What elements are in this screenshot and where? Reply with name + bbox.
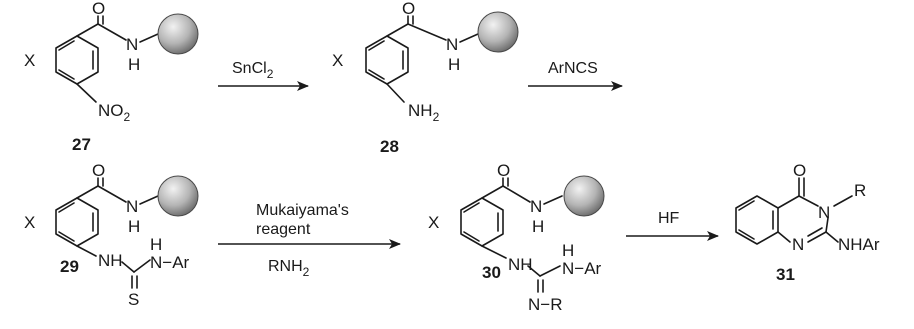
reaction-arrow-1: SnCl2: [218, 60, 309, 91]
atom-x: X: [24, 213, 35, 232]
atom-nitrogen-1: N: [792, 235, 804, 254]
reaction-arrow-3: Mukaiyama's reagent RNH2: [218, 202, 401, 279]
atom-hydrogen: H: [128, 217, 140, 236]
compound-29: O N H X NH H N−Ar S 29: [24, 161, 199, 309]
reagent-step3-line2: reagent: [256, 221, 311, 238]
compound-27: O N H X NO2 27: [24, 0, 199, 154]
compound-label-27: 27: [72, 135, 91, 154]
compound-30: O N H X NH H N−Ar N−R 30: [428, 161, 605, 314]
atom-oxygen: O: [92, 161, 105, 180]
compound-label-31: 31: [776, 265, 795, 284]
atom-nitrogen-3: N: [818, 203, 830, 222]
atom-hydrogen: H: [448, 55, 460, 74]
atom-x: X: [428, 213, 439, 232]
substituent-r: R: [854, 181, 866, 200]
reagent-step2: ArNCS: [548, 60, 598, 77]
reaction-arrow-2: ArNCS: [528, 60, 623, 91]
nitro-group: NO2: [98, 101, 131, 124]
atom-nitrogen: N: [126, 35, 138, 54]
atom-x: X: [24, 51, 35, 70]
atom-oxygen: O: [793, 161, 806, 180]
atom-sulfur: S: [128, 290, 139, 309]
compound-label-30: 30: [482, 263, 501, 282]
thiourea-nh: NH: [98, 251, 123, 270]
atom-hydrogen: H: [150, 235, 162, 254]
atom-x: X: [332, 51, 343, 70]
reaction-arrow-4: HF: [626, 210, 719, 241]
reagent-step3-line1: Mukaiyama's: [256, 202, 349, 219]
atom-hydrogen: H: [532, 217, 544, 236]
resin-bead: [563, 175, 605, 217]
reagent-step4: HF: [658, 210, 680, 227]
reagent-step3-amine: RNH2: [268, 258, 310, 279]
resin-bead: [157, 13, 199, 55]
atom-nitrogen: N: [446, 35, 458, 54]
thiourea-n-ar: N−Ar: [150, 253, 190, 272]
substituent-nhar: NHAr: [838, 235, 880, 254]
amine-group: NH2: [408, 101, 440, 124]
compound-label-28: 28: [380, 137, 399, 156]
guanidine-nh: NH: [508, 255, 533, 274]
atom-nitrogen: N: [126, 197, 138, 216]
atom-oxygen: O: [92, 0, 105, 18]
atom-nitrogen: N: [530, 197, 542, 216]
atom-hydrogen: H: [128, 55, 140, 74]
resin-bead: [157, 175, 199, 217]
compound-31: O N R N NHAr 31: [735, 161, 880, 284]
resin-bead: [477, 11, 519, 53]
compound-28: O N H X NH2 28: [332, 0, 519, 156]
compound-label-29: 29: [60, 257, 79, 276]
atom-hydrogen: H: [562, 241, 574, 260]
guanidine-n-r: N−R: [528, 295, 562, 314]
guanidine-n-ar: N−Ar: [562, 259, 602, 278]
reagent-step1: SnCl2: [232, 60, 274, 81]
atom-oxygen: O: [402, 0, 415, 18]
atom-oxygen: O: [497, 161, 510, 180]
